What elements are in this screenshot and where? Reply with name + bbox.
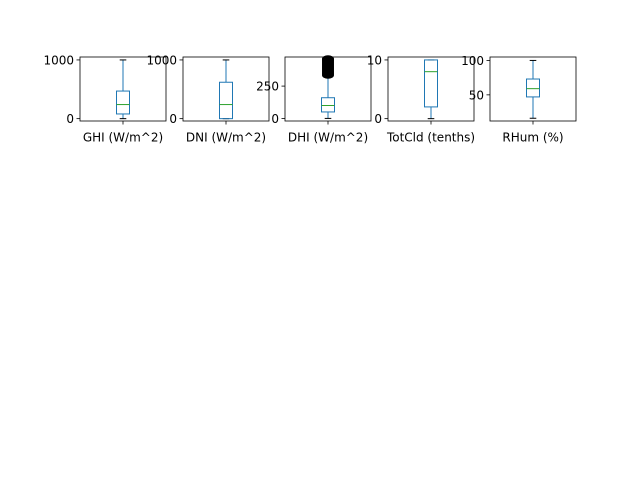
iqr-box xyxy=(116,90,130,115)
y-tick-label: 100 xyxy=(461,54,484,68)
outlier-point xyxy=(322,55,334,63)
x-axis-label: GHI (W/m^2) xyxy=(83,131,163,145)
y-tick-label: 1000 xyxy=(146,53,177,67)
iqr-box xyxy=(219,81,233,120)
y-tick-label: 1000 xyxy=(43,53,74,67)
y-tick-label: 0 xyxy=(169,112,177,126)
x-axis-label: DNI (W/m^2) xyxy=(186,131,266,145)
y-tick-label: 0 xyxy=(66,112,74,126)
x-axis-label: TotCld (tenths) xyxy=(386,131,475,145)
iqr-box xyxy=(321,97,335,113)
iqr-box xyxy=(424,59,438,108)
y-tick-label: 50 xyxy=(469,88,484,102)
y-tick-label: 10 xyxy=(367,53,382,67)
y-tick-label: 0 xyxy=(271,112,279,126)
x-axis-label: RHum (%) xyxy=(502,131,563,145)
y-tick-label: 250 xyxy=(256,80,279,94)
x-axis-label: DHI (W/m^2) xyxy=(288,131,368,145)
y-tick-label: 0 xyxy=(374,112,382,126)
iqr-box xyxy=(526,78,540,98)
